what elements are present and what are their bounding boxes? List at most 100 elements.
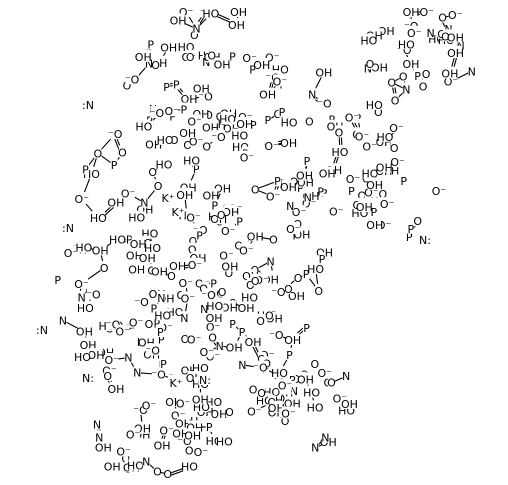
atom-label: O (93, 147, 102, 160)
atom-label-background (151, 367, 166, 380)
atom-label-background (104, 352, 119, 365)
atom-label-background (193, 360, 208, 373)
atom-label-background (190, 27, 198, 40)
atom-label: HO (303, 387, 320, 400)
atom-label-background (179, 276, 193, 289)
atom-label-background (206, 395, 221, 408)
atom-label-background (104, 369, 112, 382)
potassium-ion-label: K⁺ (161, 192, 174, 205)
atom-label: P (180, 103, 187, 116)
atom-label: P (111, 159, 118, 172)
atom-label: OH (108, 383, 125, 396)
atom-label-background (204, 6, 218, 19)
atom-label-background (61, 221, 75, 233)
atom-label: P (303, 322, 310, 335)
atom-label: OH (145, 139, 162, 152)
atom-label-background (211, 130, 226, 143)
atom-label: O (151, 59, 160, 72)
atom-label-background (404, 57, 418, 70)
atom-label: HO (74, 351, 91, 364)
atom-label-background (429, 31, 444, 44)
atom-label-background (187, 332, 201, 345)
atom-label: P (151, 302, 158, 315)
atom-label-background (177, 288, 185, 301)
atom-label: P (286, 349, 293, 362)
atom-label: OH (214, 183, 231, 196)
atom-label-background (205, 419, 213, 432)
bond (254, 180, 278, 190)
atom-label-background (35, 323, 49, 335)
atom-label-background (367, 97, 381, 110)
atom-label-background (399, 37, 414, 50)
atom-label-background (96, 440, 110, 453)
atom-label-background (257, 313, 265, 326)
atom-label-background (182, 91, 196, 104)
atom-label-background (272, 366, 287, 379)
atom-label: O (314, 285, 323, 298)
atom-label-background (264, 138, 279, 151)
atom-label-background (127, 248, 142, 261)
atom-label: HO (157, 134, 174, 147)
atom-label: O⁻ (186, 211, 201, 224)
atom-label-background (146, 343, 160, 356)
atom-label: O⁻ (221, 225, 236, 238)
atom-label-background (203, 120, 218, 133)
atom-label-background (271, 284, 286, 297)
atom-label: O (103, 370, 112, 383)
atom-label-background (285, 396, 300, 409)
atom-label-background (201, 288, 216, 301)
atom-label-background (181, 291, 195, 304)
atom-label-background (269, 400, 283, 413)
atom-label: P (317, 186, 324, 199)
atom-label-background (142, 398, 156, 411)
atom-label-background (136, 49, 150, 62)
atom-label-background (342, 396, 357, 409)
atom-label: O (167, 270, 176, 283)
atom-label: OH (184, 429, 201, 442)
atom-label-background (321, 430, 330, 443)
atom-label-background (155, 308, 170, 321)
atom-label-background (389, 121, 404, 134)
atom-label-background (238, 325, 246, 338)
atom-label-background (186, 210, 201, 223)
potassium-ion-label: K⁺ (169, 377, 182, 390)
atom-label-background (329, 204, 343, 217)
atom-label: HO (332, 146, 349, 159)
atom-label-background (224, 204, 238, 217)
atom-label-background (188, 257, 202, 270)
atom-label: O⁻ (264, 140, 279, 153)
atom-label-background (108, 127, 122, 140)
atom-label: HO (376, 131, 393, 144)
atom-label-background (165, 104, 179, 117)
atom-label: N (133, 367, 141, 380)
atom-label-background (158, 132, 172, 145)
atom-label: OH (160, 41, 177, 54)
atom-label-background (372, 60, 387, 73)
atom-label: OH (175, 418, 192, 431)
atom-label: ⁻O (269, 329, 284, 342)
atom-label: ⁻O (253, 362, 268, 375)
atom-label: HO (216, 435, 233, 448)
atom-label-background (260, 87, 275, 100)
atom-label-background (180, 102, 188, 115)
atom-label-background (204, 188, 218, 201)
atom-label-background (203, 139, 211, 152)
nitrile-n-label: :N (62, 222, 74, 235)
atom-label: O (335, 126, 344, 139)
atom-label-background (187, 114, 202, 127)
atom-label: ⁻O (145, 344, 160, 357)
atom-label-background (414, 213, 422, 226)
atom-label: N (342, 370, 350, 383)
atom-label-background (335, 125, 343, 138)
atom-label: OH (176, 189, 193, 202)
atom-label-background (155, 438, 169, 451)
atom-label: N (180, 312, 188, 325)
atom-label-background (176, 396, 190, 409)
atom-label: N (304, 191, 312, 204)
atom-label: O (438, 11, 447, 24)
atom-label-background (302, 320, 311, 333)
atom-label: O⁻ (188, 259, 203, 272)
atom-label: P (370, 206, 377, 219)
atom-label-background (281, 179, 296, 192)
atom-label: O (202, 140, 211, 153)
